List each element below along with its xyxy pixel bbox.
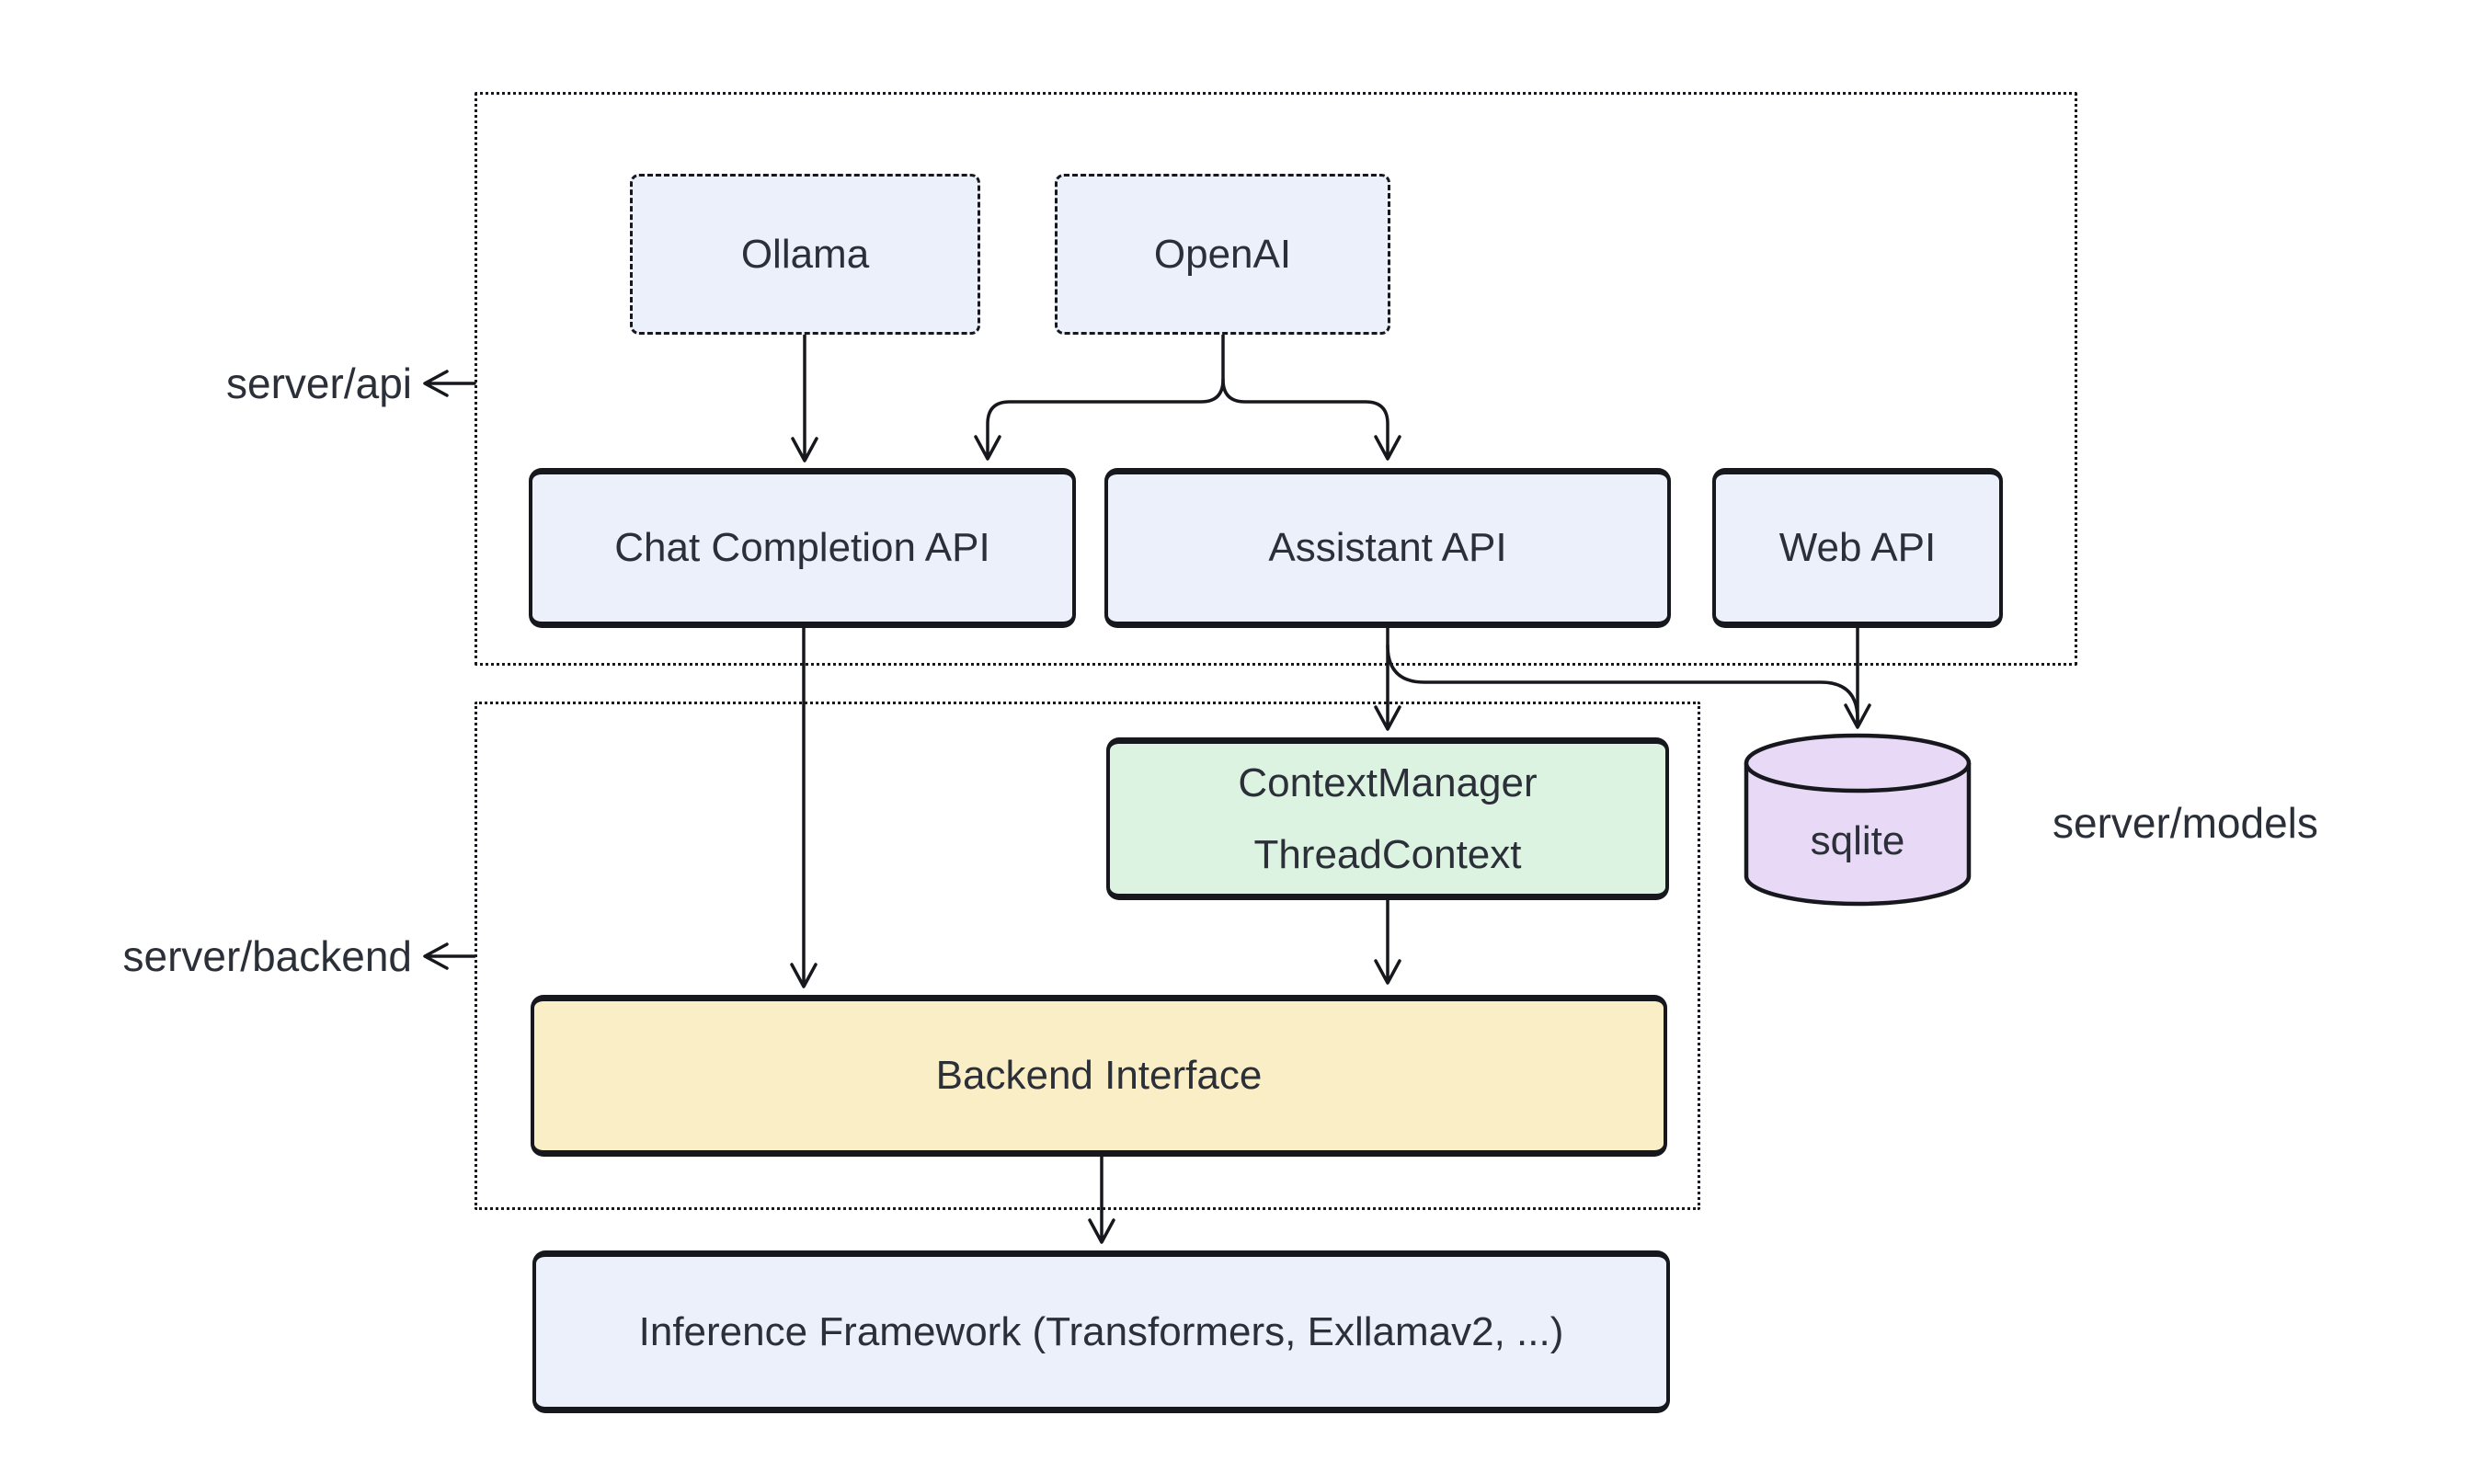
pointer-server-backend [423, 942, 476, 970]
context-manager-line1: ContextManager [1238, 760, 1538, 806]
sqlite-cylinder [1744, 733, 1972, 907]
edge-assistant-to-sqlite [1386, 644, 1859, 723]
node-web-api: Web API [1712, 468, 2003, 628]
label-server-api: server/api [226, 360, 412, 407]
node-inference-framework-label: Inference Framework (Transformers, Exlla… [638, 1308, 1564, 1354]
label-server-models: server/models [2053, 799, 2318, 847]
context-manager-line2: ThreadContext [1253, 831, 1522, 877]
edge-context-manager-to-backend [1374, 898, 1401, 985]
node-ollama: Ollama [630, 174, 980, 335]
node-backend-interface: Backend Interface [531, 995, 1667, 1157]
label-server-backend: server/backend [122, 932, 413, 980]
node-openai-label: OpenAI [1153, 231, 1292, 277]
edge-openai-to-chat-completion [974, 333, 1225, 461]
sqlite-cylinder-top [1744, 733, 1972, 793]
node-assistant-api: Assistant API [1104, 468, 1671, 628]
node-chat-completion-api: Chat Completion API [529, 468, 1076, 628]
node-chat-completion-api-label: Chat Completion API [614, 525, 990, 571]
node-web-api-label: Web API [1778, 525, 1937, 571]
edge-openai-to-assistant [1221, 378, 1401, 461]
node-context-manager-label: ContextManager ThreadContext [1238, 756, 1537, 882]
node-backend-interface-label: Backend Interface [935, 1053, 1263, 1099]
node-ollama-label: Ollama [740, 231, 870, 277]
edge-web-api-to-sqlite [1844, 626, 1871, 729]
pointer-server-api [423, 370, 476, 397]
node-context-manager: ContextManager ThreadContext [1106, 737, 1669, 900]
node-assistant-api-label: Assistant API [1268, 525, 1507, 571]
edge-ollama-to-chat-completion [791, 333, 818, 462]
node-inference-framework: Inference Framework (Transformers, Exlla… [532, 1250, 1670, 1413]
edge-chat-completion-to-backend [790, 626, 818, 988]
edge-backend-to-inference [1088, 1155, 1115, 1244]
group-server-api [475, 92, 2077, 666]
node-openai: OpenAI [1055, 174, 1390, 335]
sqlite-cylinder-body [1744, 763, 1972, 907]
edge-assistant-to-context-manager [1374, 626, 1401, 731]
node-sqlite-label: sqlite [1810, 818, 1905, 863]
